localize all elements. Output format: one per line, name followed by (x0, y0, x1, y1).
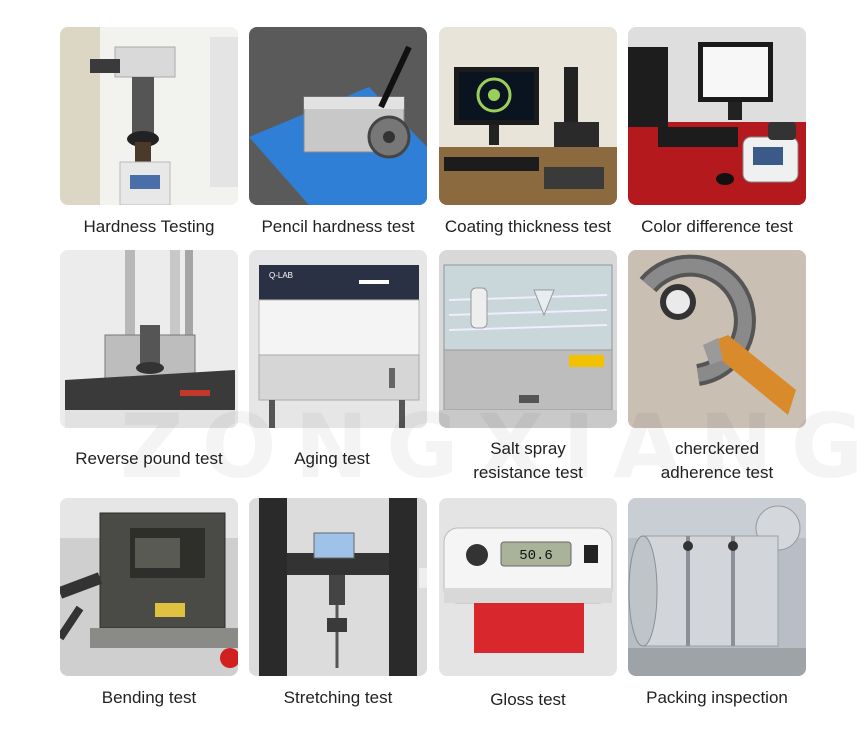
gloss-readout: 50.6 (519, 548, 553, 564)
color-difference-photo (628, 27, 806, 205)
caption-bending-test: Bending test (101, 688, 197, 707)
caption-hardness-testing: Hardness Testing (83, 217, 215, 236)
stretching-test-photo (249, 498, 427, 676)
caption-stretching-test: Stretching test (283, 688, 393, 707)
caption-salt-spray-line1: Salt spray (490, 439, 566, 458)
pencil-hardness-photo (249, 27, 427, 205)
caption-aging-test: Aging test (294, 449, 370, 468)
caption-reverse-pound: Reverse pound test (75, 449, 223, 468)
reverse-pound-photo (60, 250, 238, 428)
coating-thickness-photo (439, 27, 617, 205)
salt-spray-photo (439, 250, 617, 428)
caption-pencil-hardness: Pencil hardness test (261, 217, 415, 236)
caption-checkered-line1: cherckered (674, 439, 760, 458)
caption-salt-spray-line2: resistance test (473, 463, 583, 482)
caption-color-difference: Color difference test (641, 217, 793, 236)
caption-packing-inspection: Packing inspection (646, 688, 788, 707)
aging-test-photo: Q-LAB (249, 250, 427, 428)
checkered-adherence-photo (628, 250, 806, 428)
gloss-test-photo: 50.6 (439, 498, 617, 676)
bending-test-photo (60, 498, 238, 676)
caption-coating-thickness: Coating thickness test (444, 217, 612, 236)
packing-inspection-photo (628, 498, 806, 676)
caption-checkered-line2: adherence test (660, 463, 774, 482)
caption-gloss-test: Gloss test (490, 690, 566, 709)
aging-brand-label: Q-LAB (269, 271, 293, 280)
hardness-testing-photo (60, 27, 238, 205)
